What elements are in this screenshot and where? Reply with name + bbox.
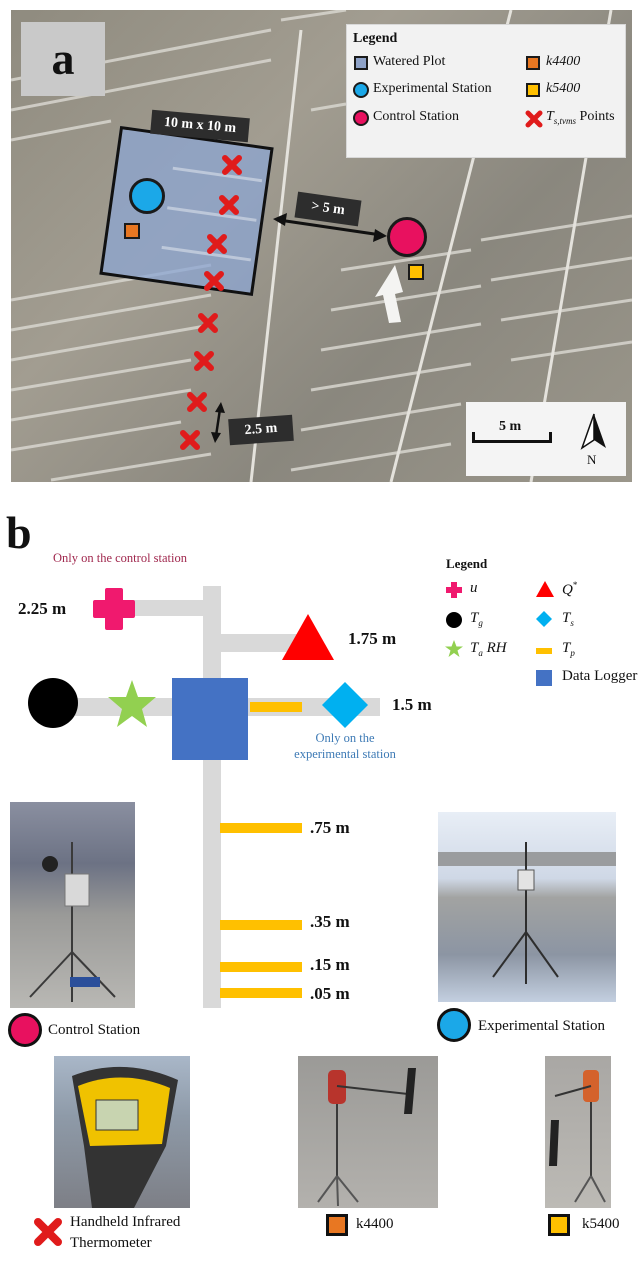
scale-label: 5 m xyxy=(499,419,522,434)
map-legend-title: Legend xyxy=(353,31,398,46)
ts-point xyxy=(204,271,224,291)
control-station-photo-marker xyxy=(8,1013,42,1047)
instrument-legend: Legend u Tg Ta RH Q* Ts Tp Data Logger xyxy=(440,556,640,696)
k5400-marker xyxy=(408,264,424,280)
control-station-photo xyxy=(10,802,135,1008)
height-2-25m-label: 2.25 m xyxy=(18,599,67,618)
control-station-legend-label: Control Station xyxy=(373,109,459,124)
experimental-station-swatch xyxy=(353,82,369,98)
pavement-arrow-marking xyxy=(375,265,403,323)
surface-probe-1-5m xyxy=(250,702,302,712)
height-1-5m-label: 1.5 m xyxy=(392,695,432,714)
probe-legend-label: Tp xyxy=(562,640,575,658)
scale-and-north-box: 5 m N xyxy=(466,402,626,476)
panel-b-letter: b xyxy=(6,507,32,558)
height-0-35m-label: .35 m xyxy=(310,912,350,931)
net-radiometer-icon xyxy=(282,614,334,660)
height-0-15m-label: .15 m xyxy=(310,955,350,974)
thermometer-photo xyxy=(54,1056,190,1208)
globe-legend-label: Tg xyxy=(470,610,483,628)
globe-legend-icon xyxy=(446,612,462,628)
probe-0-75m xyxy=(220,823,302,833)
experimental-station-caption: Experimental Station xyxy=(478,1018,606,1034)
control-station-caption: Control Station xyxy=(48,1022,141,1038)
north-label: N xyxy=(587,452,597,467)
experimental-only-note: Only on the experimental station xyxy=(294,731,396,761)
k4400-marker xyxy=(124,223,140,239)
experimental-station-photo-marker xyxy=(437,1008,471,1042)
k5400-swatch xyxy=(526,83,540,97)
ts-point xyxy=(207,234,227,254)
k4400-photo xyxy=(298,1056,438,1208)
probe-legend-icon xyxy=(536,648,552,654)
control-only-note: Only on the control station xyxy=(52,551,187,565)
height-0-05m-label: .05 m xyxy=(310,984,350,1003)
ts-point xyxy=(219,195,239,215)
k4400-photo-marker xyxy=(326,1214,348,1236)
north-arrow-icon xyxy=(580,413,606,450)
ts-point xyxy=(194,351,214,371)
globe-temperature-sensor xyxy=(28,678,78,728)
experimental-station-legend-label: Experimental Station xyxy=(373,81,492,96)
surface-temp-sensor-icon xyxy=(322,682,368,728)
distance-arrow xyxy=(273,213,387,242)
wind-sensor-icon xyxy=(93,588,135,630)
thermometer-caption-line-2: Thermometer xyxy=(70,1235,152,1251)
spacing-label: 2.5 m xyxy=(228,414,294,446)
data-logger xyxy=(172,678,248,760)
air-legend-icon xyxy=(445,640,463,657)
ts-point xyxy=(187,392,207,412)
k4400-caption: k4400 xyxy=(356,1216,394,1232)
k4400-swatch xyxy=(526,56,540,70)
panel-a-letter: a xyxy=(51,33,75,84)
watered-plot-swatch xyxy=(354,56,368,70)
probe-0-35m xyxy=(220,920,302,930)
cross-marker-icon xyxy=(525,110,543,128)
scale-bar xyxy=(472,440,552,443)
map-legend: Legend Watered Plot Experimental Station… xyxy=(346,24,626,158)
ts-measurement-points xyxy=(180,155,387,450)
experimental-station-marker xyxy=(129,178,165,214)
thermometer-caption-line-1: Handheld Infrared xyxy=(70,1214,181,1230)
wind-legend-label: u xyxy=(470,580,478,596)
watered-plot-legend-label: Watered Plot xyxy=(373,54,446,69)
height-1-75m-label: 1.75 m xyxy=(348,629,397,648)
surface-legend-icon xyxy=(536,611,552,627)
thermometer-cross-icon xyxy=(34,1218,62,1246)
panel-a-letter-box: a xyxy=(21,22,105,96)
k5400-photo-marker xyxy=(548,1214,570,1236)
arm-2-25m xyxy=(123,600,205,616)
k4400-legend-label: k4400 xyxy=(546,54,581,69)
wind-legend-icon xyxy=(446,582,462,598)
ts-point xyxy=(198,313,218,333)
spacing-arrow xyxy=(211,402,225,443)
air-temp-rh-sensor-icon xyxy=(108,680,156,727)
ts-points-legend-label: Ts,tvms Points xyxy=(546,109,615,126)
probe-0-15m xyxy=(220,962,302,972)
probe-0-05m xyxy=(220,988,302,998)
control-station-swatch xyxy=(353,110,369,126)
radiation-legend-icon xyxy=(536,581,554,597)
instrument-legend-title: Legend xyxy=(446,556,488,571)
control-station-marker xyxy=(387,217,427,257)
k5400-legend-label: k5400 xyxy=(546,81,581,96)
surface-legend-label: Ts xyxy=(562,610,574,628)
k5400-caption: k5400 xyxy=(582,1216,620,1232)
logger-legend-icon xyxy=(536,670,552,686)
experimental-station-photo xyxy=(438,812,616,1002)
radiation-legend-label: Q* xyxy=(562,580,578,598)
height-0-75m-label: .75 m xyxy=(310,818,350,837)
ts-point xyxy=(222,155,242,175)
site-map-panel: a Legend Watered Plot Experimental Stati… xyxy=(11,10,632,482)
k5400-photo xyxy=(545,1056,611,1208)
ts-point xyxy=(180,430,200,450)
logger-legend-label: Data Logger xyxy=(562,668,638,684)
air-legend-label: Ta RH xyxy=(470,640,507,658)
